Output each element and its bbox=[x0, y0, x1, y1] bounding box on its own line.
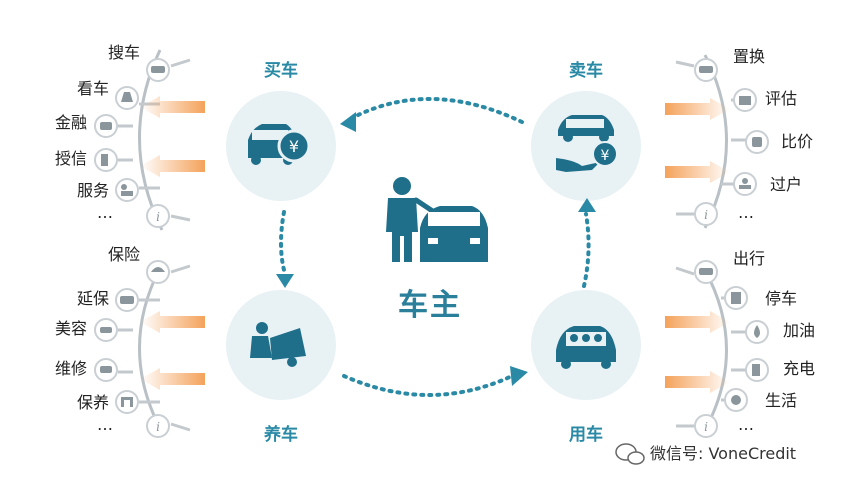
sell-hub-title: 卖车 bbox=[569, 61, 603, 81]
buy-item-label: 搜车 bbox=[107, 43, 140, 62]
info-icon bbox=[694, 202, 718, 226]
info-icon bbox=[694, 414, 718, 438]
buy-item-label: 服务 bbox=[76, 181, 109, 200]
use-hub-title: 用车 bbox=[569, 425, 603, 445]
svg-text:i: i bbox=[704, 208, 708, 222]
arrow-sell-to-buy bbox=[350, 97, 524, 124]
maintain-arc-line bbox=[138, 267, 164, 433]
info-icon bbox=[146, 204, 170, 228]
sell-item-icons: i bbox=[694, 58, 769, 226]
maintain-item-label: 美容 bbox=[54, 319, 87, 338]
sell-item-label: 过户 bbox=[770, 175, 803, 194]
use-item-label: 生活 bbox=[765, 391, 798, 410]
use-item-label: … bbox=[738, 415, 754, 434]
svg-text:¥: ¥ bbox=[289, 137, 299, 156]
arrow-use-to-sell bbox=[582, 212, 591, 288]
service-icon bbox=[115, 178, 139, 202]
arrow-left-3 bbox=[140, 311, 205, 333]
sell-item-label: 评估 bbox=[765, 89, 798, 108]
car-sale-hand-icon: ¥ bbox=[556, 115, 618, 172]
buy-item-label: 金融 bbox=[54, 113, 87, 132]
buy-item-label: … bbox=[97, 203, 113, 222]
maintain-item-label: 延保 bbox=[76, 289, 109, 308]
car-owner-icon bbox=[386, 177, 488, 262]
center-title: 车主 bbox=[398, 288, 462, 323]
arrow-right-4 bbox=[665, 371, 730, 393]
buy-item-icons: i bbox=[94, 58, 170, 228]
sell-item-label: 比价 bbox=[781, 132, 814, 151]
car-with-yen-icon: ¥ bbox=[248, 124, 311, 165]
maintain-item-label: 保险 bbox=[107, 245, 140, 264]
arrow-left-4 bbox=[140, 368, 205, 390]
arrow-maintain-to-use bbox=[342, 374, 514, 397]
use-item-icons: i bbox=[694, 260, 769, 438]
use-item-label: 出行 bbox=[733, 249, 766, 268]
use-item-label: 充电 bbox=[783, 359, 816, 378]
arrow-buy-to-maintain bbox=[279, 210, 286, 272]
use-item-label: 停车 bbox=[765, 289, 798, 308]
use-item-label: 加油 bbox=[783, 321, 816, 340]
buy-item-label: 授信 bbox=[54, 149, 87, 168]
watermark-text: 微信号: VoneCredit bbox=[650, 444, 797, 463]
maintenance-icon bbox=[115, 390, 139, 414]
sell-item-label: … bbox=[738, 203, 754, 222]
svg-text:i: i bbox=[156, 210, 160, 224]
maintain-hub-title: 养车 bbox=[264, 425, 298, 445]
arrow-right-2 bbox=[665, 161, 730, 183]
use-arc-line bbox=[703, 269, 728, 431]
buy-hub-title: 买车 bbox=[264, 61, 298, 81]
buy-item-label: 看车 bbox=[76, 79, 109, 98]
wechat-icon bbox=[615, 443, 645, 465]
arrow-left-1 bbox=[140, 96, 205, 118]
cycle-arrows bbox=[279, 97, 591, 397]
arrow-left-2 bbox=[140, 155, 205, 177]
arrow-right-3 bbox=[665, 311, 730, 333]
orange-arrows-left bbox=[140, 96, 205, 390]
maintain-item-label: 保养 bbox=[76, 393, 109, 412]
maintain-item-label: … bbox=[97, 415, 113, 434]
sell-item-label: 置换 bbox=[733, 47, 766, 66]
info-icon bbox=[146, 414, 170, 438]
maintain-spokes bbox=[118, 264, 191, 432]
arrow-right-1 bbox=[665, 98, 730, 120]
maintain-item-icons: i bbox=[94, 260, 170, 438]
svg-text:i: i bbox=[156, 420, 160, 434]
car-with-passengers-icon bbox=[556, 326, 616, 369]
cycle-arrowheads bbox=[276, 112, 596, 386]
svg-text:i: i bbox=[704, 420, 708, 434]
sell-hub-circle bbox=[531, 91, 641, 201]
maintain-item-label: 维修 bbox=[54, 359, 87, 378]
svg-text:¥: ¥ bbox=[601, 148, 610, 164]
orange-arrows-right bbox=[665, 98, 730, 393]
car-maintenance-icon bbox=[250, 322, 306, 367]
